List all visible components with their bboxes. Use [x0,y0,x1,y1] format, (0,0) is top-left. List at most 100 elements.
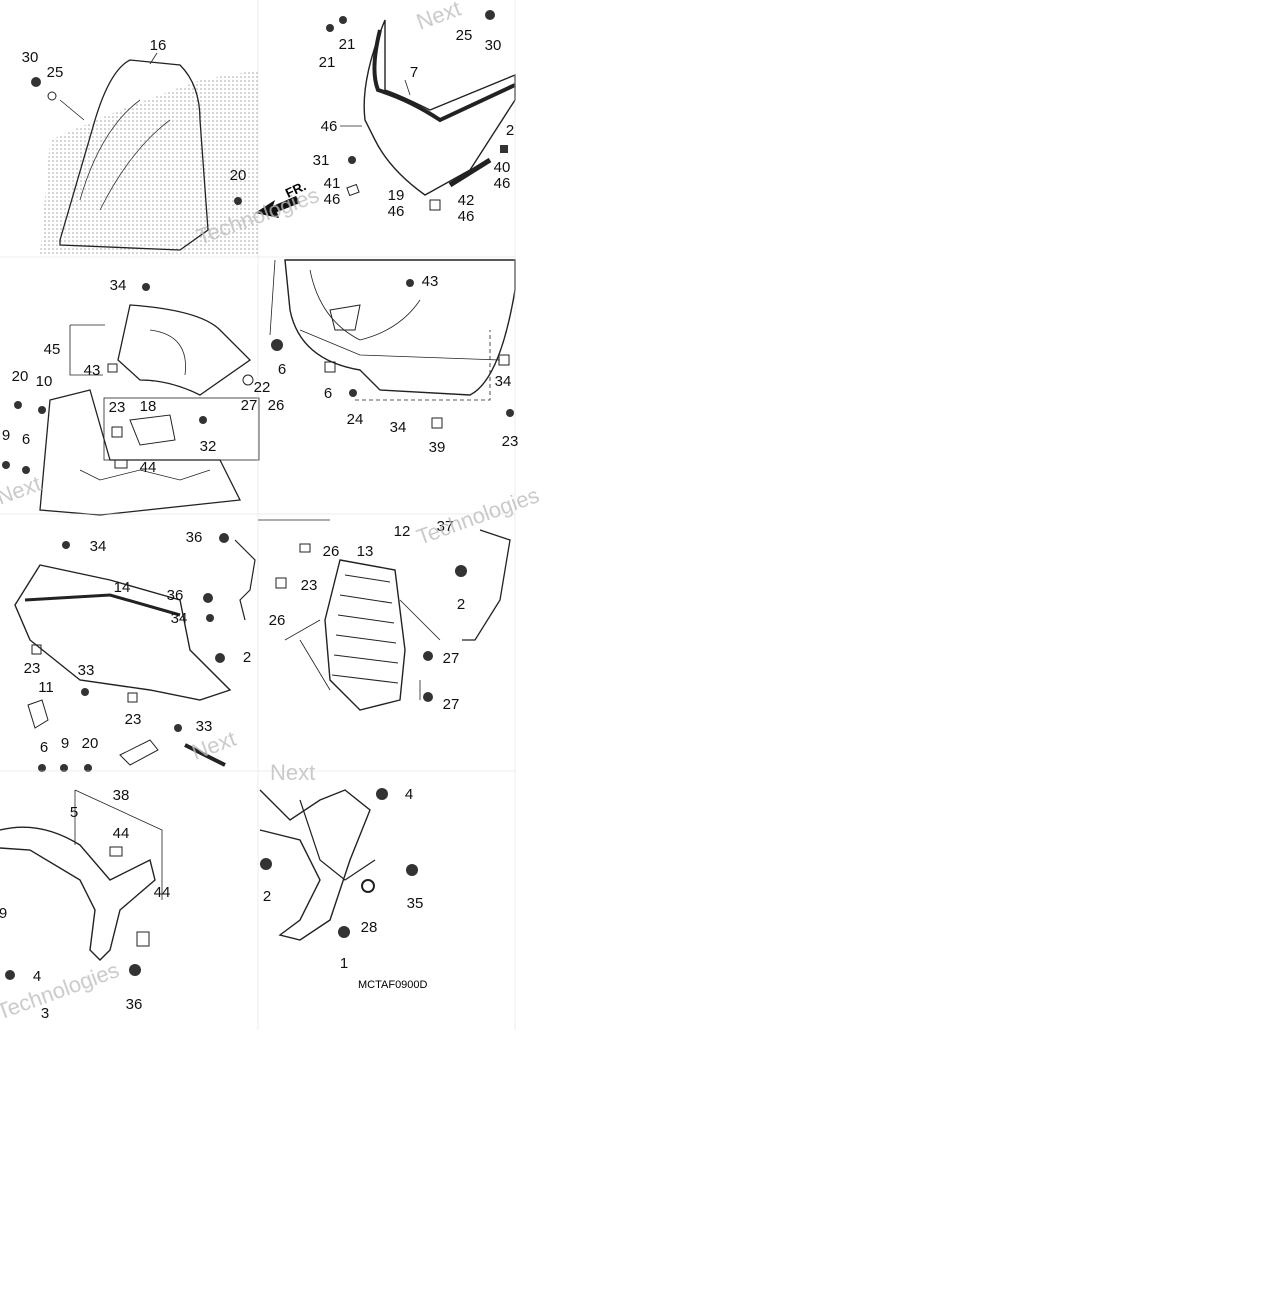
callout-stay-mount-2: 2 [263,888,271,905]
callout-grille-26: 26 [323,543,340,560]
fastener-icons-4 [275,543,467,702]
callout-windscreen-30: 30 [22,49,39,66]
callout-meter-panel-32: 32 [200,438,217,455]
callout-grille-26: 26 [269,612,286,629]
tile-edges [0,0,516,1030]
screw-icon [234,197,242,205]
callout-meter-panel-45: 45 [44,341,61,358]
diagram-code: MCTAF0900D [358,979,428,991]
watermark-text: Technologies [0,957,122,1024]
callout-front-cowl-39: 39 [429,439,446,456]
fastener-icons [2,283,283,474]
callout-cowl-stay-5: 5 [70,804,78,821]
callout-upper-cowl-42: 42 [458,192,475,209]
callout-inner-panel-2: 2 [243,649,251,666]
callout-meter-panel-6: 6 [22,431,30,448]
stay-arm [462,529,511,641]
tile-stay-mount [259,788,418,941]
fastener-icons-2 [324,279,514,429]
callout-inner-panel-33: 33 [196,718,213,735]
callout-front-cowl-34: 34 [495,373,512,390]
callout-stay-mount-35: 35 [407,895,424,912]
callout-windscreen-20: 20 [230,167,247,184]
tile-inner-panel [14,533,256,772]
direction-arrow-icon [255,196,300,218]
callout-grille-23: 23 [301,577,318,594]
callout-inner-panel-11: 11 [38,679,54,696]
callout-cowl-stay-9: 9 [0,905,7,922]
side-strip [448,157,492,188]
callout-cowl-stay-38: 38 [113,787,130,804]
callout-meter-panel-34: 34 [110,277,127,294]
tile-grille [258,519,511,711]
callout-upper-cowl-30: 30 [485,37,502,54]
front-cowl-inner [299,269,501,361]
callout-cowl-stay-4: 4 [33,968,41,985]
callout-meter-panel-23: 23 [109,399,126,416]
callout-meter-panel-44: 44 [140,459,157,476]
mount-arm [299,799,376,881]
stay-bracket [234,539,256,621]
callout-inner-panel-34: 34 [90,538,107,555]
callout-meter-panel-18: 18 [140,398,157,415]
callout-front-cowl-43: 43 [422,273,439,290]
grille-slats [331,574,399,684]
callout-meter-panel-43: 43 [84,362,101,379]
callout-cowl-stay-3: 3 [41,1005,49,1022]
inner-panel-rim [24,593,181,617]
fastener-icons-5 [5,846,150,980]
callout-front-cowl-34: 34 [390,419,407,436]
callout-inner-panel-23: 23 [24,660,41,677]
callout-upper-cowl-46: 46 [494,175,511,192]
callout-upper-cowl-40: 40 [494,159,511,176]
stay-frame [0,826,156,961]
callout-upper-cowl-31: 31 [313,152,330,169]
callout-upper-cowl-46: 46 [321,118,338,135]
callout-inner-panel-33: 33 [78,662,95,679]
clip-icon [326,10,508,211]
fastener-icons-6 [260,788,418,938]
callout-inner-panel-9: 9 [61,735,69,752]
windscreen-outline [59,59,209,251]
callout-upper-cowl-46: 46 [458,208,475,225]
callout-upper-cowl-41: 41 [324,175,341,192]
meter-lower [39,389,242,516]
callout-upper-cowl-19: 19 [388,187,405,204]
watermark-text: Next [270,760,315,785]
callout-inner-panel-20: 20 [82,735,99,752]
bolt-icon [31,77,57,101]
bracket-icon [111,414,176,469]
upper-cowl-outline [363,19,516,196]
mount-frame [259,789,371,941]
callout-upper-cowl-21: 21 [319,54,336,71]
callout-windscreen-16: 16 [150,37,167,54]
callout-stay-mount-4: 4 [405,786,413,803]
callout-grille-37: 37 [437,518,454,535]
callout-upper-cowl-21: 21 [339,36,356,53]
tile-cowl-stay [0,789,163,980]
callout-meter-panel-6: 6 [278,361,286,378]
callout-upper-cowl-25: 25 [456,27,473,44]
front-cowl-duct [329,304,361,331]
callout-grille-27: 27 [443,650,460,667]
callout-meter-panel-20: 20 [12,368,29,385]
callout-inner-panel-14: 14 [114,579,131,596]
tile-front-cowl [269,259,516,429]
callout-inner-panel-6: 6 [40,739,48,756]
callout-grille-27: 27 [443,696,460,713]
callout-inner-panel-34: 34 [171,610,188,627]
watermark-text: Next [0,471,44,510]
callout-upper-cowl-46: 46 [388,203,405,220]
meter-grille [79,469,211,481]
callout-stay-mount-28: 28 [361,919,378,936]
callout-meter-panel-10: 10 [36,373,53,390]
meter-window [149,329,186,376]
watermark-text: Technologies [413,482,542,549]
meter-visor [117,304,252,396]
callout-cowl-stay-44: 44 [113,825,130,842]
grille-outline [324,559,406,711]
tile-upper-cowl [326,10,516,211]
